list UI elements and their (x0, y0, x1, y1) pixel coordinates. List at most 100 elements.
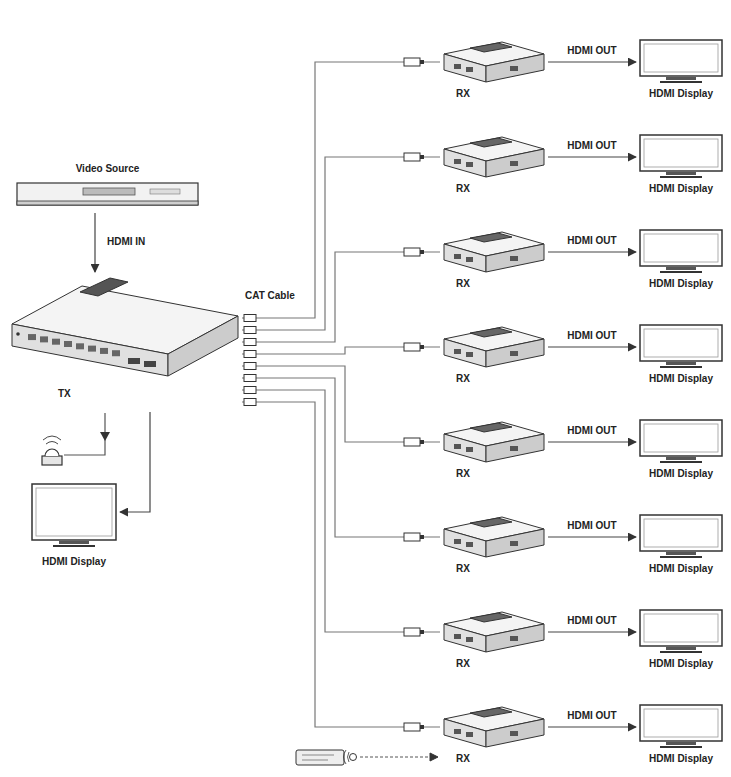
rj45-plug (404, 438, 420, 446)
signal-label: HDMI OUT (565, 235, 618, 247)
device-part (466, 637, 473, 642)
device-part (666, 742, 696, 745)
device-illustration (636, 135, 726, 181)
rj45-plug (244, 327, 256, 334)
hdmi-connector (120, 412, 150, 512)
signal-label: HDMI OUT (565, 425, 618, 437)
signal-label: HDMI OUT (565, 330, 618, 342)
device-face (444, 339, 486, 367)
edge-label-holder: HDMI OUT (565, 45, 618, 57)
node-label: HDMI Display (636, 88, 726, 100)
device-part (510, 161, 518, 166)
signal-label: HDMI OUT (565, 615, 618, 627)
device-part (454, 64, 461, 69)
device-part (83, 188, 135, 195)
device-part (40, 336, 48, 342)
device-face (444, 529, 486, 557)
device-face (470, 518, 512, 527)
receiver-box: RX (440, 40, 548, 104)
device-face (80, 278, 128, 296)
rj45-plug (244, 375, 256, 382)
device-part (644, 424, 718, 452)
device-illustration (440, 40, 548, 86)
rj45-tab (420, 60, 424, 64)
display-box: HDMI Display (636, 40, 726, 104)
device-face (444, 149, 486, 177)
rj45-plug (404, 343, 420, 351)
node-label: RX (440, 373, 548, 385)
device-part (510, 446, 518, 451)
device-illustration (28, 484, 120, 550)
device-part (640, 705, 722, 741)
device-part (466, 447, 473, 452)
display-box: HDMI Display (636, 135, 726, 199)
device-part (644, 614, 718, 642)
device-face (486, 54, 544, 82)
cat-cable (242, 402, 440, 727)
device-part (454, 159, 461, 164)
device-face (486, 434, 544, 462)
edge-label-holder: HDMI OUT (565, 235, 618, 247)
cat-cable (242, 157, 440, 330)
node-label: HDMI Display (636, 468, 726, 480)
device-part (100, 348, 108, 354)
device-face (486, 149, 544, 177)
signal-label: HDMI OUT (565, 140, 618, 152)
device-part (640, 230, 722, 266)
rj45-plugs (244, 58, 424, 731)
device-part (660, 746, 702, 748)
device-illustration (636, 230, 726, 276)
edge-label-holder: HDMI OUT (565, 140, 618, 152)
device-part (128, 358, 140, 364)
device-illustration (440, 325, 548, 371)
device-part (144, 361, 156, 367)
receiver-box: RX (440, 705, 548, 769)
edge-label-holder: HDMI OUT (565, 330, 618, 342)
hdmi-connector (548, 441, 636, 442)
rj45-tab (420, 250, 424, 254)
device-part (510, 636, 518, 641)
device-part (466, 257, 473, 262)
device-part (640, 325, 722, 361)
cat-cable (242, 252, 440, 342)
edge-label-holder: HDMI OUT (565, 520, 618, 532)
device-part (644, 139, 718, 167)
device-part (53, 545, 95, 547)
device-part (644, 329, 718, 357)
edge-label-holder: HDMI OUT (565, 710, 618, 722)
device-part (510, 66, 518, 71)
rj45-plug (404, 248, 420, 256)
device-part (666, 267, 696, 270)
device-illustration (636, 705, 726, 751)
device-face (470, 138, 512, 147)
display-box: HDMI Display (636, 610, 726, 674)
signal-label: HDMI OUT (565, 45, 618, 57)
device-part (666, 362, 696, 365)
hdmi-connector (548, 251, 636, 252)
hdmi-connector (94, 213, 95, 272)
device-part (454, 254, 461, 259)
device-face (444, 244, 486, 272)
node-label: RX (440, 278, 548, 290)
hdmi-connector (548, 631, 636, 632)
device-part (666, 647, 696, 650)
rj45-plug (404, 723, 420, 731)
device-face (470, 328, 512, 337)
device-illustration (10, 272, 242, 384)
device-illustration (636, 610, 726, 656)
device-part (112, 350, 120, 356)
device-part (510, 541, 518, 546)
device-part (666, 172, 696, 175)
device-part (644, 519, 718, 547)
device-illustration (636, 325, 726, 371)
display-box: HDMI Display (636, 705, 726, 769)
receiver-box: RX (440, 515, 548, 579)
device-part (17, 201, 198, 205)
rj45-plug (404, 628, 420, 636)
rj45-tab (420, 725, 424, 729)
device-part (52, 339, 60, 345)
node-label: HDMI Display (636, 278, 726, 290)
device-face (486, 339, 544, 367)
rj45-plug (244, 315, 256, 322)
